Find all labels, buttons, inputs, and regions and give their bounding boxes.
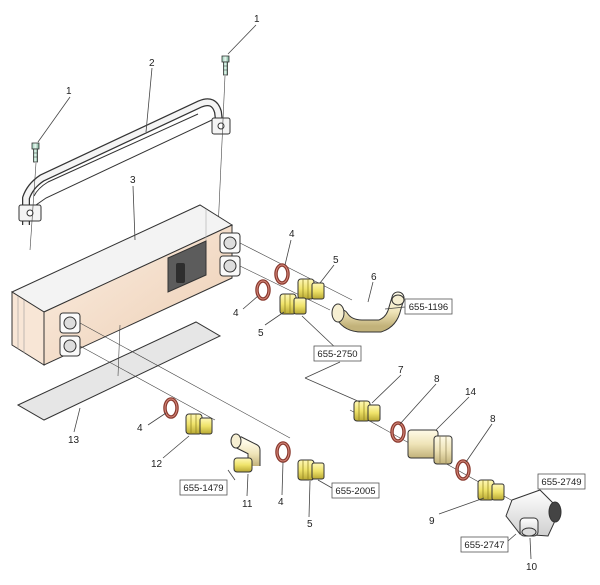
callout-8-a: 8 <box>434 374 440 385</box>
callout-2: 2 <box>149 58 155 69</box>
bolt-axis-lines <box>29 75 226 251</box>
o-ring-valve-right <box>455 459 471 481</box>
adapter-valve-outlet <box>477 479 505 501</box>
part-number-label: 655-1196 <box>409 302 448 313</box>
adapter-bottom <box>297 459 325 481</box>
o-ring-valve-left <box>390 421 406 443</box>
callout-4-b: 4 <box>233 308 239 319</box>
callout-5-c: 5 <box>307 519 313 530</box>
callout-leaders <box>37 24 532 560</box>
callout-10: 10 <box>526 562 538 573</box>
adapter-left-port <box>185 413 213 435</box>
callout-5-a: 5 <box>333 255 339 266</box>
callout-9: 9 <box>429 516 435 527</box>
o-ring-lower <box>255 279 271 301</box>
part-number-label: 655-1479 <box>183 483 223 494</box>
adapter-lower <box>279 293 307 315</box>
hx-port-lower-left <box>59 335 81 357</box>
bolt-right <box>221 55 230 76</box>
callout-5-b: 5 <box>258 328 264 339</box>
callout-4-c: 4 <box>137 423 143 434</box>
part-number-box-655-1196: 655-1196 <box>404 298 453 315</box>
adapter-valve-inlet <box>353 400 381 422</box>
bolt-left <box>31 142 40 163</box>
hx-port-upper-left <box>59 312 81 334</box>
o-ring-bottom <box>275 441 291 463</box>
callout-1-right: 1 <box>254 14 260 25</box>
callout-4-d: 4 <box>278 497 284 508</box>
callout-7: 7 <box>398 365 404 376</box>
part-number-box-655-1479: 655-1479 <box>179 479 228 496</box>
callout-4-a: 4 <box>289 229 295 240</box>
elbow-fitting-lower <box>230 433 261 473</box>
callout-numbers: 1 1 2 3 4 4 4 4 5 5 5 6 7 8 8 9 10 11 12… <box>66 14 538 573</box>
hx-port-upper-right <box>219 232 241 254</box>
callout-14: 14 <box>465 387 477 398</box>
part-number-label: 655-2750 <box>317 349 357 360</box>
plate-heat-exchanger <box>10 204 241 366</box>
callout-13: 13 <box>68 435 80 446</box>
part-number-box-655-2749: 655-2749 <box>537 473 586 490</box>
callout-11: 11 <box>242 499 253 510</box>
tee-fitting <box>505 489 562 537</box>
part-number-box-655-2750: 655-2750 <box>313 345 362 362</box>
part-number-label: 655-2747 <box>464 540 504 551</box>
insulation-pad <box>16 321 222 421</box>
callout-3: 3 <box>130 175 136 186</box>
o-ring-left-port <box>163 397 179 419</box>
elbow-fitting-upper <box>331 291 405 333</box>
callout-8-b: 8 <box>490 414 496 425</box>
part-number-label: 655-2005 <box>335 486 375 497</box>
callout-12: 12 <box>151 459 163 470</box>
o-ring-upper <box>274 263 290 285</box>
valve-body <box>407 429 453 465</box>
part-number-label: 655-2749 <box>541 477 581 488</box>
hx-port-lower-right <box>219 255 241 277</box>
mounting-strap <box>18 98 231 225</box>
part-number-box-655-2747: 655-2747 <box>460 536 509 553</box>
adapter-upper <box>297 278 325 300</box>
part-number-box-655-2005: 655-2005 <box>331 482 380 499</box>
callout-6: 6 <box>371 272 377 283</box>
callout-1-left: 1 <box>66 86 72 97</box>
